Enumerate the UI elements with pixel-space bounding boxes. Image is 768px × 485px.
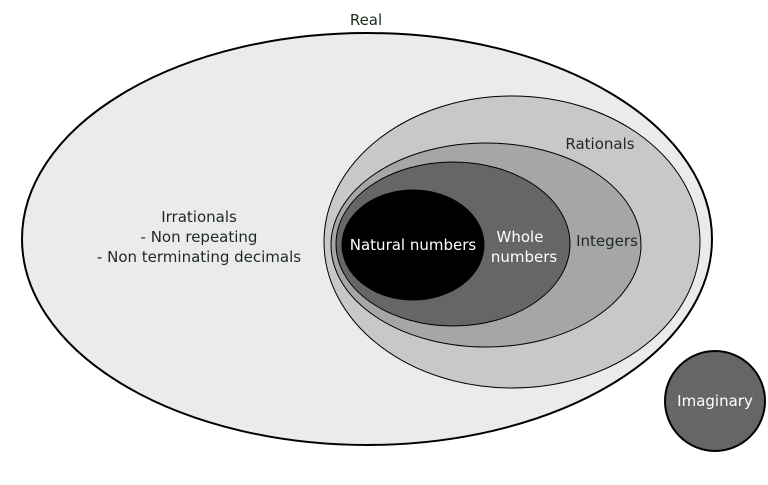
real-label: Real <box>350 11 382 29</box>
imaginary-set <box>664 350 766 452</box>
integers-label: Integers <box>576 232 638 250</box>
irrationals-label: Irrationals <box>161 208 237 226</box>
whole-numbers-label-2: numbers <box>491 248 558 266</box>
whole-numbers-label-1: Whole <box>497 228 544 246</box>
imaginary-label: Imaginary <box>677 392 753 410</box>
rationals-label: Rationals <box>565 135 634 153</box>
irrationals-note-2: - Non terminating decimals <box>97 248 301 266</box>
natural-numbers-set <box>341 189 485 301</box>
natural-numbers-label: Natural numbers <box>350 236 477 254</box>
irrationals-note-1: - Non repeating <box>141 228 258 246</box>
